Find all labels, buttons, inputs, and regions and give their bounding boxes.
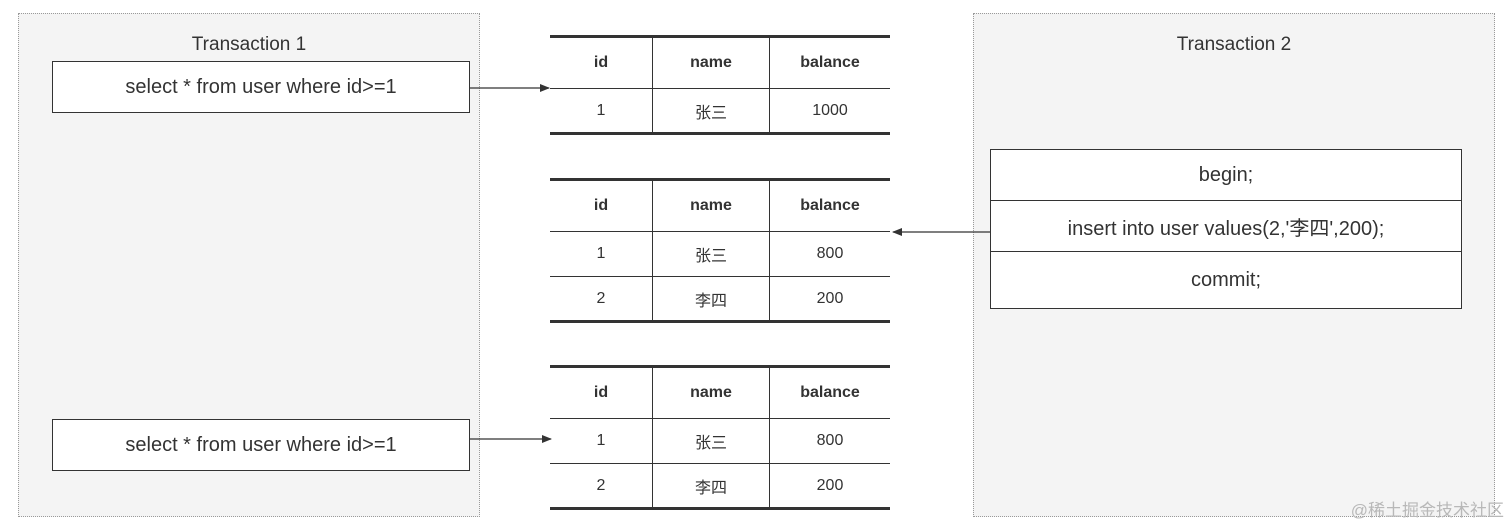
cell-name: 张三 (652, 88, 770, 134)
transaction-2-steps: begin; insert into user values(2,'李四',20… (990, 149, 1462, 309)
header-name: name (652, 179, 770, 232)
transaction-1-first-query: select * from user where id>=1 (52, 61, 470, 113)
cell-id: 1 (550, 231, 653, 277)
table-row: 1 张三 1000 (550, 88, 890, 134)
table-state-3: id name balance 1 张三 800 2 李四 200 (550, 365, 890, 510)
table-header-row: id name balance (550, 179, 890, 232)
header-id: id (593, 197, 609, 214)
cell-name: 张三 (652, 231, 770, 277)
watermark: @稀土掘金技术社区 (1350, 501, 1504, 520)
header-name: name (652, 36, 770, 89)
table-header-row: id name balance (550, 36, 890, 89)
table-row: 1 张三 800 (550, 418, 890, 464)
header-balance: balance (800, 197, 860, 214)
table-row: 1 张三 800 (550, 231, 890, 277)
cell-name: 张三 (652, 418, 770, 464)
cell-name: 李四 (652, 276, 770, 322)
table-state-2: id name balance 1 张三 800 2 李四 200 (550, 178, 890, 323)
cell-balance: 200 (769, 276, 890, 322)
header-balance: balance (800, 54, 860, 71)
cell-balance: 800 (769, 418, 890, 464)
cell-name: 李四 (652, 463, 770, 509)
table-header-row: id name balance (550, 366, 890, 419)
cell-id: 2 (550, 463, 653, 509)
transaction-1-title: Transaction 1 (191, 34, 307, 55)
table-row: 2 李四 200 (550, 276, 890, 322)
transaction-1-second-query: select * from user where id>=1 (52, 419, 470, 471)
cell-balance: 800 (769, 231, 890, 277)
cell-balance: 200 (769, 463, 890, 509)
header-balance: balance (800, 384, 860, 401)
header-id: id (593, 54, 609, 71)
transaction-2-title: Transaction 2 (1176, 34, 1292, 55)
header-id: id (593, 384, 609, 401)
cell-balance: 1000 (769, 88, 890, 134)
header-name: name (652, 366, 770, 419)
cell-id: 1 (550, 418, 653, 464)
cell-id: 1 (550, 88, 653, 134)
step-commit: commit; (990, 251, 1462, 309)
table-state-1: id name balance 1 张三 1000 (550, 35, 890, 135)
table-row: 2 李四 200 (550, 463, 890, 509)
cell-id: 2 (550, 276, 653, 322)
